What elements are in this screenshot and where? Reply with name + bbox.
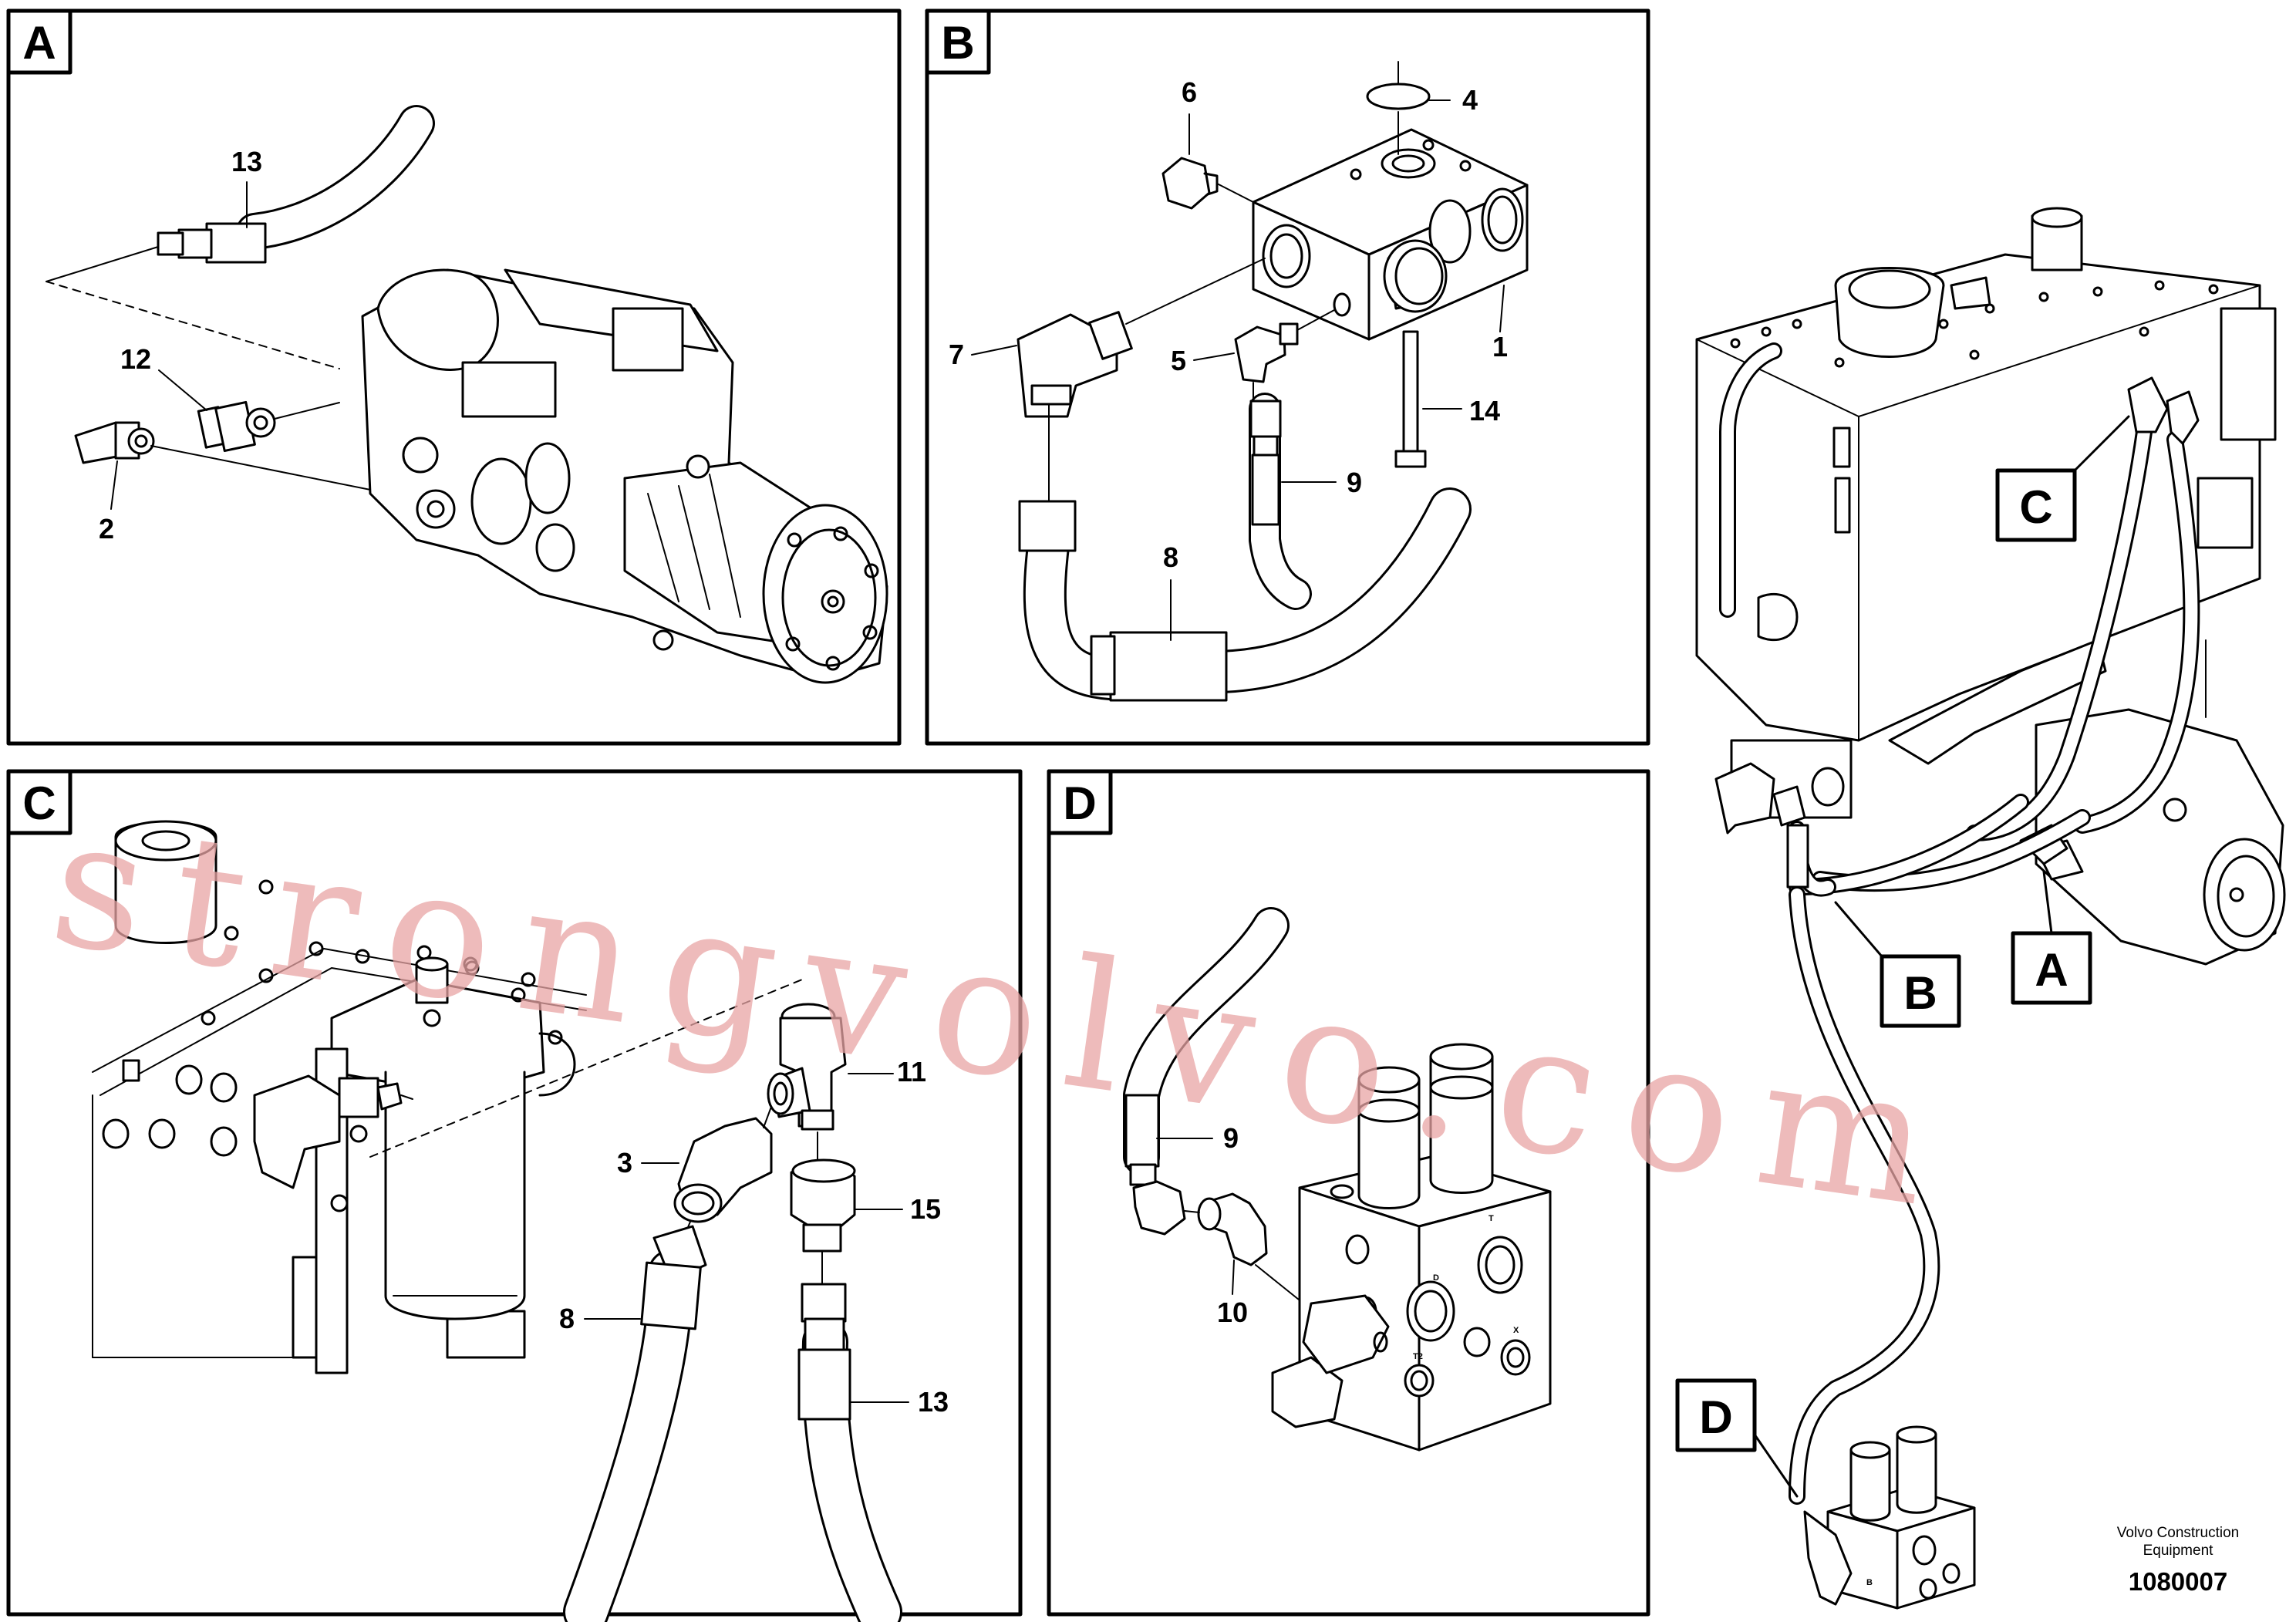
svg-text:B: B: [1903, 967, 1937, 1019]
panel-d: D: [1047, 769, 1650, 1617]
callout-b-7: 7: [949, 339, 964, 370]
port-mark-t: T: [1489, 1214, 1494, 1223]
panel-a-label: A: [22, 17, 56, 69]
overview-callout-d: D: [1675, 1378, 1799, 1498]
valve-block-1: [1252, 128, 1529, 341]
elbow-3: [673, 1106, 773, 1250]
callout-d-10: 10: [1217, 1297, 1248, 1328]
callout-a-2: 2: [99, 513, 114, 545]
document-number: 1080007: [2129, 1567, 2227, 1596]
panel-b: B: [925, 8, 1650, 746]
overview-machine: B C B A D: [1675, 207, 2286, 1610]
hose-9: [1249, 393, 1312, 610]
callout-c-13: 13: [918, 1386, 949, 1418]
hose-9-d: [1123, 907, 1290, 1236]
callout-b-6: 6: [1182, 76, 1197, 108]
port-mark-t2: T2: [1413, 1352, 1423, 1361]
callout-b-9: 9: [1347, 467, 1362, 498]
filter-housing: [253, 956, 576, 1374]
overview-callout-a: A: [2011, 870, 2092, 1005]
bolt-14: [1394, 330, 1427, 468]
fitting-15: [790, 1158, 856, 1285]
plug-6: [1161, 157, 1254, 210]
callout-b-1: 1: [1492, 331, 1508, 363]
panel-a: A: [6, 8, 902, 746]
elbow-7: [1017, 258, 1266, 502]
svg-text:A: A: [2035, 944, 2068, 996]
overview-callout-c: C: [1995, 415, 2130, 542]
svg-text:C: C: [2019, 481, 2052, 533]
port-mark-x: X: [1513, 1326, 1519, 1335]
pump-assembly: [361, 268, 888, 684]
valve-block-d: T D T2 X: [1271, 1043, 1552, 1452]
port-mark-b: B: [1866, 1578, 1873, 1587]
fitting-12: [197, 400, 340, 453]
callout-c-3: 3: [617, 1147, 632, 1179]
port-mark-d: D: [1433, 1273, 1439, 1283]
credit-line-2: Equipment: [2143, 1543, 2214, 1559]
credit-line-1: Volvo Construction: [2117, 1525, 2239, 1541]
callout-b-8: 8: [1163, 541, 1178, 573]
svg-text:D: D: [1699, 1391, 1732, 1443]
callout-c-8: 8: [559, 1303, 575, 1334]
hose-8: [1018, 487, 1472, 702]
hose-13: [157, 105, 435, 264]
hose-13-c: [797, 1283, 902, 1622]
callout-a-12: 12: [120, 343, 151, 375]
hose-8-c: [563, 1225, 707, 1622]
callout-c-15: 15: [910, 1193, 941, 1225]
callout-a-13: 13: [231, 146, 262, 177]
callout-b-5: 5: [1171, 345, 1186, 376]
callout-c-11: 11: [897, 1056, 926, 1088]
panel-c: C: [6, 769, 1023, 1622]
panel-b-label: B: [941, 17, 974, 69]
overview-callout-b: B: [1834, 901, 1961, 1028]
panel-c-label: C: [22, 777, 56, 829]
tee-fitting-11: [767, 1003, 847, 1162]
callout-b-4: 4: [1462, 84, 1478, 116]
fitting-2: [74, 421, 429, 502]
callout-d-9: 9: [1223, 1122, 1239, 1154]
callout-b-14: 14: [1469, 395, 1500, 427]
elbow-5: [1234, 309, 1335, 402]
panel-d-label: D: [1063, 777, 1096, 829]
